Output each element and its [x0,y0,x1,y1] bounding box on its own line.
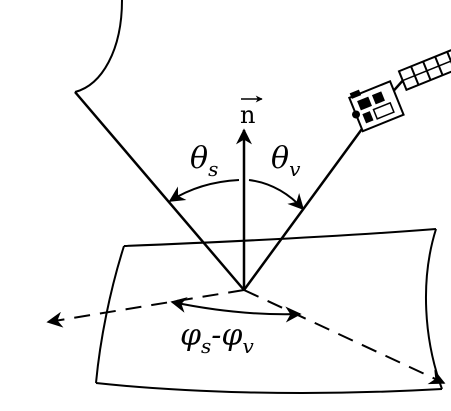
azimuth-label: φs-φv [180,318,254,358]
view-ray [242,117,372,291]
theta-s-arc [168,179,240,202]
curved-surface-icon [95,228,443,394]
theta-v-label: θv [271,141,301,181]
azimuth-arc [170,297,302,323]
satellite-icon [347,45,451,133]
sun-arc-icon [74,0,123,93]
theta-v-arc [248,179,305,211]
dashed-azimuth-left [46,289,245,328]
dashed-azimuth-right [243,289,446,385]
normal-label: n [240,101,255,129]
sun-ray [74,91,245,291]
theta-s-label: θs [190,141,218,181]
